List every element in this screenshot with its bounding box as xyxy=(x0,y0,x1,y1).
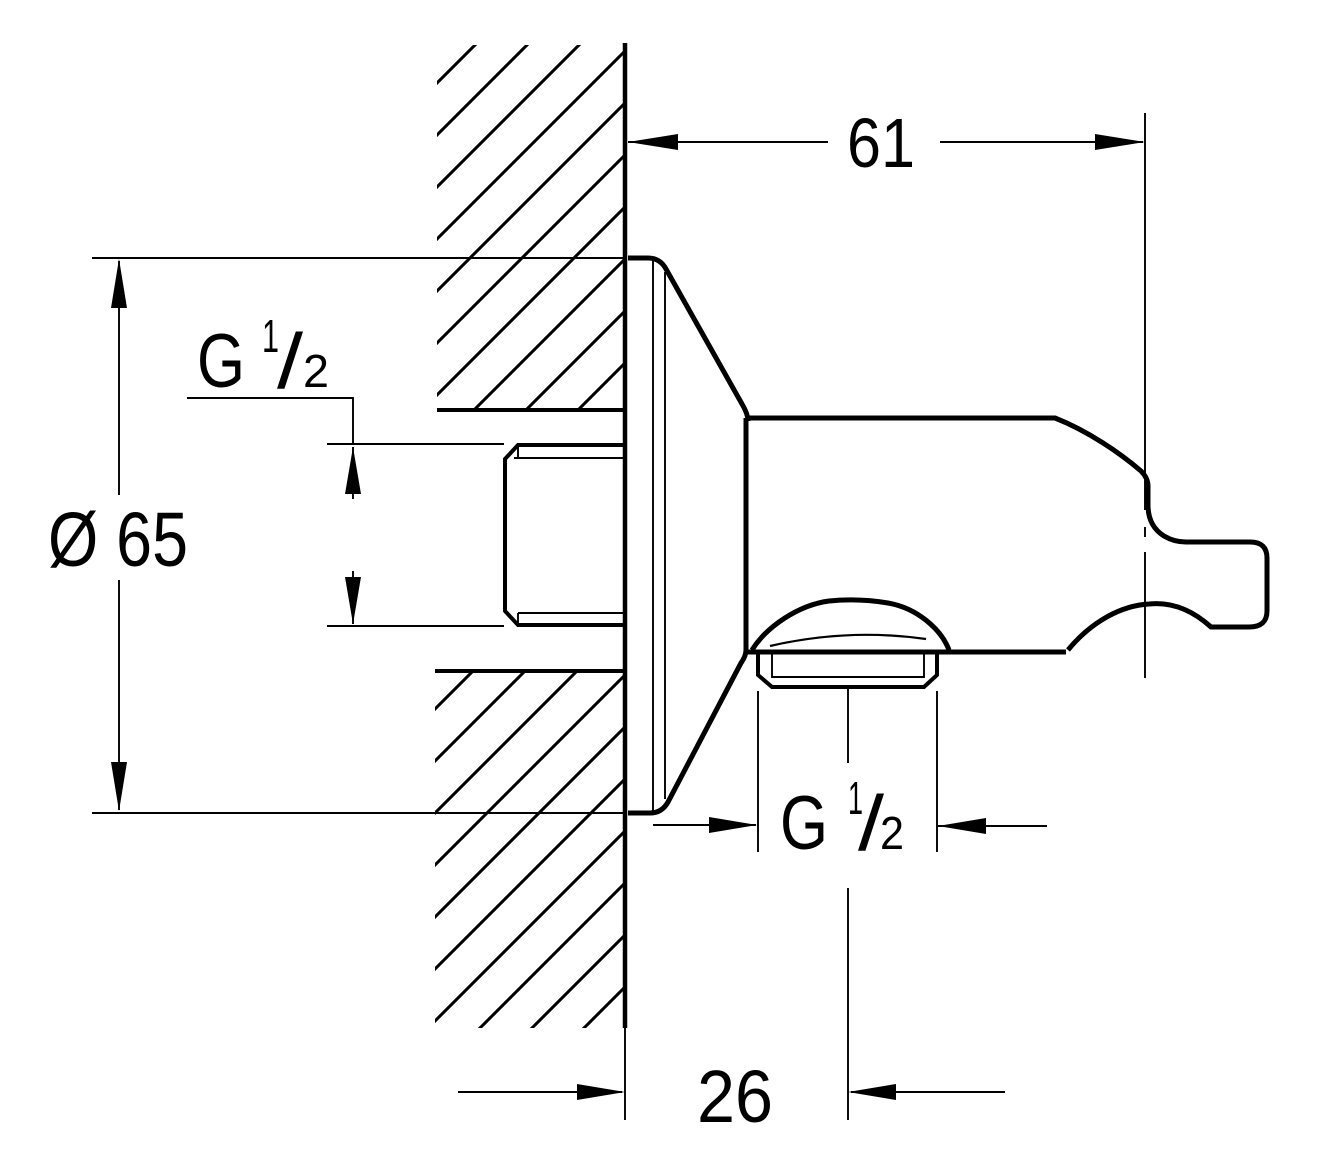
dim-gout-label-slash: / xyxy=(858,779,884,867)
outlet-dome-base-arc xyxy=(769,633,927,648)
dim-gout-label-num: 1 xyxy=(848,772,863,824)
dim-gwall-label-den: 2 xyxy=(303,345,329,397)
dim-gwall-label-slash: / xyxy=(277,317,303,405)
dim-gwall-leader xyxy=(187,397,354,445)
outlet-dome xyxy=(749,597,952,652)
dim-65-arrow-up xyxy=(111,259,127,308)
dim-61-label: 61 xyxy=(847,104,915,182)
wall-hatch-upper xyxy=(437,45,625,410)
dim-gwall-arrow-up xyxy=(345,447,361,494)
body-and-holder-outline xyxy=(748,415,1270,652)
dim-gwall-label-num: 1 xyxy=(262,310,279,362)
dim-gwall-label-g: G xyxy=(197,319,245,404)
dim-26-arrow-right xyxy=(848,1084,896,1100)
wall-thread-outline xyxy=(503,443,625,627)
dim-gout-arrow-right xyxy=(938,818,986,834)
outlet-thread-outline xyxy=(756,652,939,689)
wall-hatch-lower xyxy=(435,671,625,1028)
dim-gout-label-den: 2 xyxy=(880,807,904,859)
dim-26-arrow-left xyxy=(577,1084,625,1100)
escutcheon-top-edge xyxy=(628,255,751,422)
dim-gwall-arrow-down xyxy=(345,577,361,624)
dim-65-label: Ø 65 xyxy=(48,497,188,583)
dim-gout-arrow-left xyxy=(709,817,757,833)
dim-gout-label-g: G xyxy=(780,781,828,866)
escutcheon-bottom-edge xyxy=(628,649,749,816)
dim-65-arrow-down xyxy=(111,762,127,811)
dim-26-label: 26 xyxy=(697,1055,773,1138)
dim-61-arrow-right xyxy=(1095,134,1145,150)
dim-61-arrow-left xyxy=(628,134,678,150)
